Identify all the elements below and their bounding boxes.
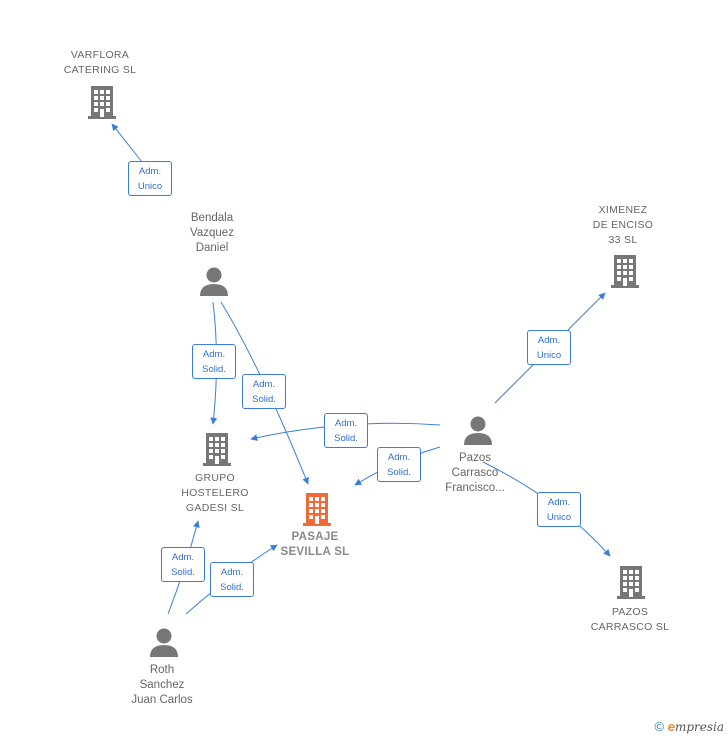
varflora-label[interactable]: VARFLORA CATERING SL — [63, 49, 137, 76]
brand-name: mpresia — [674, 720, 724, 734]
bendala-person-icon — [200, 267, 228, 296]
relation-bendala-varflora: Adm. Unico — [128, 161, 172, 196]
relation-pazos-pasaje: Adm. Solid. — [377, 447, 421, 482]
varflora-building-icon — [88, 86, 116, 119]
pazos-company-label[interactable]: PAZOS CARRASCO SL — [590, 606, 670, 633]
ximenez-building-icon — [611, 255, 639, 288]
edge-bendala-varflora — [111, 123, 143, 163]
roth-person-icon — [150, 628, 178, 657]
relation-pazos-grupo: Adm. Solid. — [324, 413, 368, 448]
pasaje-building-icon — [303, 493, 331, 526]
relation-roth-grupo: Adm. Solid. — [161, 547, 205, 582]
brand-e-logo: e — [667, 719, 675, 734]
pazos-person-label[interactable]: Pazos Carrasco Francisco... — [445, 452, 505, 494]
roth-label[interactable]: Roth Sanchez Juan Carlos — [131, 664, 193, 706]
relation-pazos-ximenez: Adm. Unico — [527, 330, 571, 365]
pasaje-label[interactable]: PASAJE SEVILLA SL — [280, 531, 350, 558]
relation-roth-pasaje: Adm. Solid. — [210, 562, 254, 597]
copyright-symbol: © — [654, 719, 665, 734]
pazos-company-building-icon — [617, 566, 645, 599]
relation-bendala-pasaje: Adm. Solid. — [242, 374, 286, 409]
grupo-building-icon — [203, 433, 231, 466]
relation-bendala-grupo: Adm. Solid. — [192, 344, 236, 379]
bendala-label[interactable]: Bendala Vazquez Daniel — [190, 212, 234, 254]
footer-brand[interactable]: © empresia — [654, 719, 724, 734]
grupo-label[interactable]: GRUPO HOSTELERO GADESI SL — [181, 472, 249, 514]
relation-pazos-pazosco: Adm. Unico — [537, 492, 581, 527]
pazos-person-icon — [464, 416, 492, 445]
ximenez-label[interactable]: XIMENEZ DE ENCISO 33 SL — [592, 204, 654, 246]
